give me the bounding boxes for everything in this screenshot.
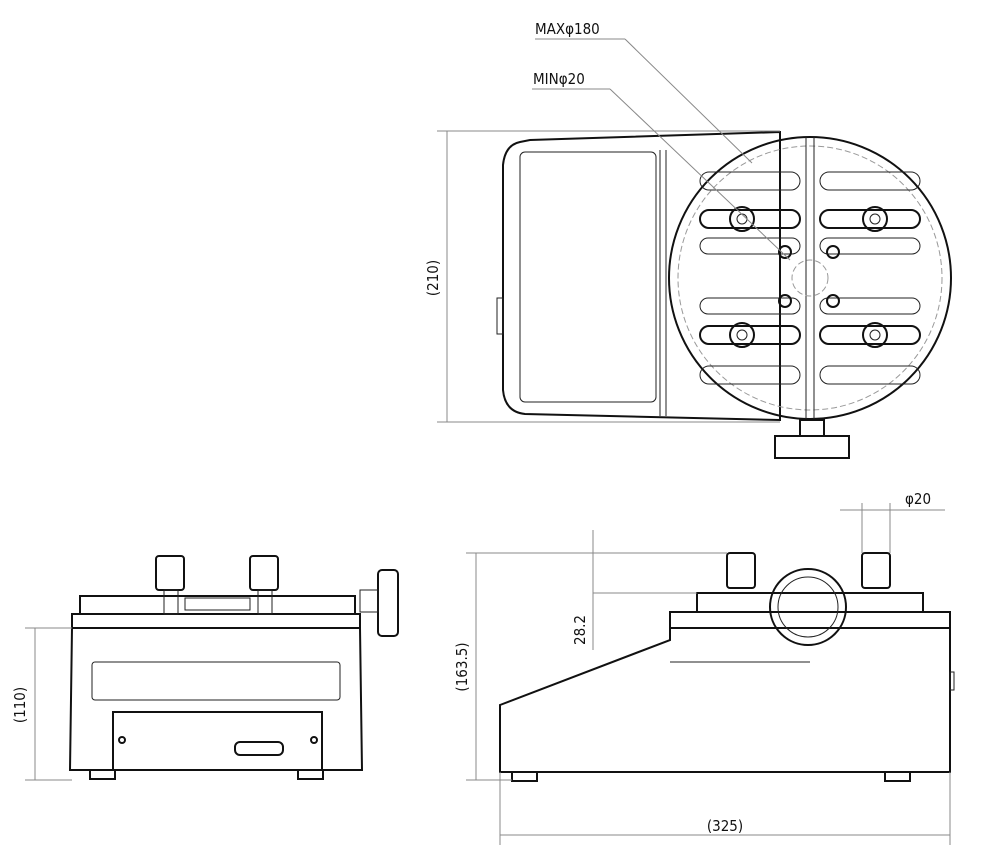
depth-dimension: (210) [424, 260, 442, 296]
min-diameter-label: MINφ20 [533, 70, 585, 88]
knob-icon [774, 435, 850, 459]
total-length-dimension: (325) [707, 817, 743, 835]
clamp-bolts [729, 206, 888, 348]
bolt-diameter-label: φ20 [905, 490, 931, 508]
side-view: (163.5) 28.2 φ20 (325) [453, 490, 955, 845]
jaw-rails [699, 171, 921, 385]
body-height-dimension: (110) [11, 687, 29, 723]
max-diameter-label: MAXφ180 [535, 20, 600, 38]
top-view: (210) MAXφ180 MINφ20 [424, 20, 952, 459]
front-view: (110) [11, 555, 399, 781]
total-height-dimension: (163.5) [453, 642, 471, 691]
clamp-height-dimension: 28.2 [571, 615, 589, 645]
connector-icon [234, 741, 284, 756]
